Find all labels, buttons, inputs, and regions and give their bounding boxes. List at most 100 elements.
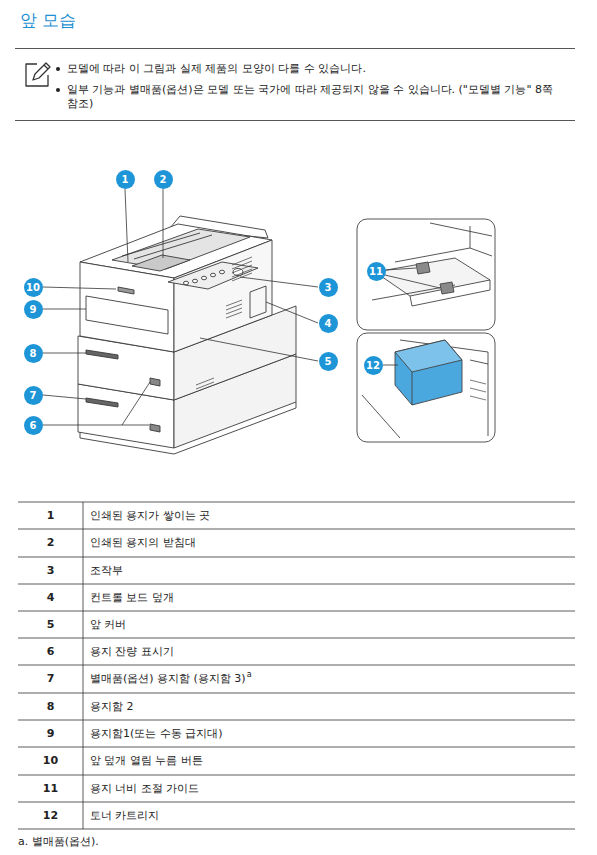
callout-number: 12 — [364, 356, 383, 375]
polygon-shape — [395, 340, 462, 405]
table-number-cell: 8 — [18, 693, 83, 720]
callout-number: 3 — [319, 278, 338, 297]
line-shape — [18, 665, 575, 666]
table-text-cell: 조작부 — [90, 557, 123, 584]
line-shape — [43, 309, 86, 310]
polygon-shape — [395, 340, 462, 372]
polygon-shape — [375, 258, 490, 296]
rect-shape — [357, 219, 495, 330]
line-shape — [18, 802, 575, 803]
polygon-shape — [440, 282, 454, 294]
callout-number: 9 — [24, 300, 43, 319]
ellipse-shape — [202, 276, 207, 280]
table-text-cell: 용지 너비 조절 가이드 — [90, 775, 200, 802]
callout-number: 5 — [319, 352, 338, 371]
line-shape — [163, 189, 164, 258]
callout-number: 7 — [24, 386, 43, 405]
line-shape — [200, 338, 318, 361]
ellipse-shape — [193, 279, 198, 283]
line-shape — [83, 502, 84, 829]
printer-drawing — [78, 216, 296, 454]
line-shape — [18, 693, 575, 694]
line-shape — [232, 261, 252, 269]
path-shape — [470, 380, 486, 400]
table-text-cell: 인쇄된 용지가 쌓이는 곳 — [90, 502, 211, 529]
path-shape — [362, 395, 400, 438]
polygon-shape — [250, 286, 266, 318]
table-number-cell: 11 — [18, 775, 83, 802]
rect-shape — [357, 333, 495, 442]
inset-manual-tray — [357, 219, 495, 330]
path-shape — [430, 223, 492, 236]
bullet — [56, 67, 60, 71]
table-text-cell: 용지 잔량 표시기 — [90, 638, 174, 665]
bullet — [56, 88, 60, 92]
table-number-cell: 3 — [18, 557, 83, 584]
table-number-cell: 9 — [18, 720, 83, 747]
g-shape — [184, 269, 244, 285]
line-shape — [232, 257, 252, 265]
table-text-cell: 앞 덮개 열림 누름 버튼 — [90, 747, 203, 775]
line-shape — [18, 775, 575, 776]
line-shape — [232, 265, 252, 273]
line-shape — [18, 638, 575, 639]
line-shape — [18, 747, 575, 748]
polygon-shape — [118, 287, 134, 294]
note-icon — [26, 63, 50, 86]
inset-toner — [357, 333, 495, 442]
line-shape — [240, 277, 318, 287]
line-shape — [196, 382, 214, 389]
polygon-shape — [168, 262, 258, 289]
line-shape — [383, 365, 398, 366]
table-number-cell: 4 — [18, 584, 83, 611]
table-number-cell: 5 — [18, 611, 83, 638]
line-shape — [125, 189, 128, 262]
line-shape — [122, 233, 200, 256]
note-text: 모델에 따라 이 그림과 실제 제품의 모양이 다를 수 있습니다. — [67, 62, 567, 76]
table-text-cell: 앞 커버 — [90, 611, 127, 638]
callout-number: 10 — [24, 278, 43, 297]
table-text-cell: 용지함1(또는 수동 급지대) — [90, 720, 223, 747]
footnote-mark: a — [247, 670, 252, 680]
table-number-cell: 6 — [18, 638, 83, 665]
path-shape — [43, 382, 150, 425]
polygon-shape — [86, 296, 168, 334]
footnote: a. 별매품(옵션). — [18, 835, 99, 849]
callout-number: 6 — [24, 416, 43, 435]
ellipse-shape — [211, 273, 216, 277]
table-text-cell: 별매품(옵션) 용지함 (용지함 3) — [90, 665, 246, 693]
table-text-cell: 컨트롤 보드 덮개 — [90, 584, 174, 611]
line-shape — [43, 395, 86, 399]
table-number-cell: 7 — [18, 665, 83, 693]
path-shape — [26, 64, 48, 86]
polygon-shape — [150, 378, 160, 386]
table-rules — [18, 502, 575, 829]
line-shape — [196, 378, 214, 385]
callout-number: 1 — [116, 170, 135, 189]
callout-number: 11 — [367, 262, 386, 281]
table-number-cell: 2 — [18, 529, 83, 557]
polygon-shape — [132, 255, 190, 271]
line-shape — [18, 611, 575, 612]
path-shape — [470, 360, 488, 364]
path-shape — [44, 65, 48, 69]
line-shape — [18, 584, 575, 585]
path-shape — [33, 63, 50, 80]
note-text: 일부 기능과 별매품(옵션)은 모델 또는 국가에 따라 제공되지 않을 수 있… — [67, 83, 567, 111]
callout-number: 4 — [319, 314, 338, 333]
table-text-cell: 용지함 2 — [90, 693, 134, 720]
polygon-shape — [80, 262, 174, 352]
line-shape — [18, 829, 575, 830]
callout-number: 8 — [24, 344, 43, 363]
line-shape — [18, 720, 575, 721]
line-shape — [18, 529, 575, 530]
polygon-shape — [416, 262, 430, 274]
table-text-cell: 토너 카트리지 — [90, 802, 160, 829]
table-number-cell: 12 — [18, 802, 83, 829]
ellipse-shape — [220, 270, 225, 274]
vent-lines — [196, 257, 252, 389]
path-shape — [385, 268, 440, 288]
polygon-shape — [86, 398, 118, 407]
